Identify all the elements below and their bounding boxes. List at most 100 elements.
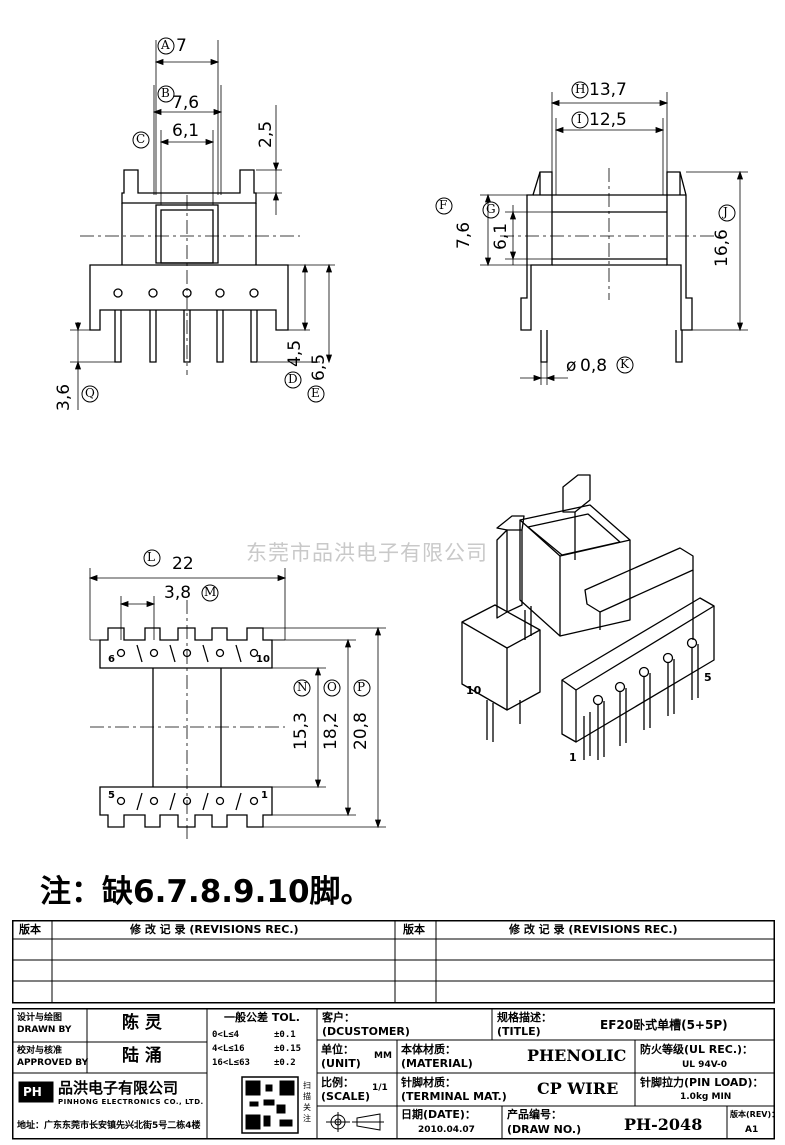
company-watermark: 东莞市品洪电子有限公司	[246, 541, 488, 565]
dim-top-height-value: 2,5	[256, 120, 276, 148]
dim-c-value: 6,1	[172, 121, 200, 141]
draw-no-label: 产品编号：	[507, 1108, 562, 1121]
company-name-en: PINHONG ELECTRONICS CO., LTD.	[58, 1098, 204, 1106]
company-logo: PH	[23, 1085, 42, 1099]
letter-i: I	[577, 112, 582, 126]
qr-caption: 扫描关注	[303, 1081, 311, 1123]
material-label: 本体材质：	[401, 1043, 456, 1056]
letter-b: B	[161, 86, 170, 100]
letter-d: D	[288, 372, 298, 386]
letter-a: A	[161, 38, 170, 52]
title-block: 版本 修 改 记 录 (REVISIONS REC.) 版本 修 改 记 录 (…	[12, 920, 779, 1140]
rev-header-version-left: 版本	[19, 923, 41, 936]
company-address: 地址：广东东莞市长安镇先兴北街5号二栋4楼	[17, 1121, 201, 1131]
tolerance-range-2: 4<L≤16	[212, 1044, 245, 1054]
dim-q-value: 3,6	[54, 383, 74, 411]
iso-pin-label-10: 10	[466, 684, 482, 697]
front-view	[89, 169, 289, 363]
side-centerlines	[500, 168, 720, 300]
pin-label-6: 6	[108, 654, 115, 665]
dim-l-value: 22	[172, 554, 194, 574]
dim-n-value: 15,3	[291, 712, 311, 750]
dim-p-value: 20,8	[351, 712, 371, 750]
company-name-cn: 品洪电子有限公司	[58, 1079, 179, 1097]
dim-m-value: 3,8	[164, 583, 192, 603]
rev-value: A1	[745, 1125, 759, 1135]
bottom-centerlines	[90, 600, 285, 840]
material-value: PHENOLIC	[527, 1046, 627, 1065]
pin-label-10: 10	[256, 654, 270, 665]
designer-label-en: DRAWN BY	[17, 1025, 72, 1035]
front-dimensions	[70, 40, 335, 410]
dim-h-value: 13,7	[589, 80, 627, 100]
scale-value: 1/1	[372, 1083, 388, 1093]
dim-g-value: 6,1	[491, 222, 511, 250]
letter-q: Q	[85, 386, 95, 400]
letter-g: G	[486, 202, 496, 216]
material-label-en: (MATERIAL)	[401, 1057, 473, 1070]
dim-i-value: 12,5	[589, 110, 627, 130]
letter-n: N	[297, 680, 308, 694]
date-label: 日期(DATE)：	[401, 1108, 476, 1121]
drawing-area: A B C D E Q H I F G J K L M N O P 7 7,6 …	[54, 36, 748, 840]
unit-label: 单位：	[321, 1043, 354, 1056]
dim-j-value: 16,6	[712, 229, 732, 267]
checker-label-cn: 校对与核准	[17, 1046, 63, 1056]
fire-rating-label: 防火等级(UL REC.)：	[640, 1043, 754, 1056]
unit-value: MM	[374, 1051, 392, 1061]
dim-a-value: 7	[176, 36, 187, 56]
rev-label: 版本(REV)：	[730, 1110, 780, 1119]
tolerance-title: 一般公差 TOL.	[224, 1011, 300, 1024]
tolerance-value-1: ±0.1	[274, 1030, 296, 1040]
rev-header-record-right: 修 改 记 录 (REVISIONS REC.)	[509, 923, 678, 936]
letter-j: J	[723, 205, 728, 219]
unit-label-en: (UNIT)	[321, 1057, 361, 1070]
spec-value: EF20卧式单槽(5+5P)	[600, 1018, 728, 1032]
dim-k-value: 0,8	[580, 356, 608, 376]
designer-label-cn: 设计与绘图	[17, 1013, 63, 1023]
scale-label: 比例：	[321, 1076, 354, 1089]
dim-d-value: 4,5	[285, 339, 305, 367]
fire-rating-value: UL 94V-0	[682, 1060, 728, 1070]
tolerance-value-2: ±0.15	[274, 1044, 302, 1054]
bottom-dimensions	[88, 568, 386, 829]
dim-f-value: 7,6	[454, 221, 474, 249]
bottom-view	[99, 627, 273, 828]
rev-header-record-left: 修 改 记 录 (REVISIONS REC.)	[130, 923, 299, 936]
side-view	[520, 171, 693, 363]
isometric-view	[461, 474, 715, 760]
circled-letter-markers	[81, 37, 736, 697]
terminal-label: 针脚材质：	[401, 1076, 456, 1089]
scale-label-en: (SCALE)	[321, 1090, 371, 1103]
letter-e: E	[311, 386, 320, 400]
pin-label-5: 5	[108, 790, 115, 801]
checker-label-en: APPROVED BY	[17, 1058, 89, 1068]
tolerance-range-1: 0<L≤4	[212, 1030, 240, 1040]
spec-label-en: (TITLE)	[497, 1025, 541, 1038]
customer-label-en: (DCUSTOMER)	[322, 1025, 410, 1038]
pin-label-1: 1	[261, 790, 268, 801]
checker-name: 陆 涌	[122, 1046, 162, 1066]
iso-pin-label-5: 5	[704, 671, 712, 684]
letter-o: O	[327, 680, 337, 694]
letter-m: M	[204, 585, 217, 599]
tolerance-range-3: 16<L≤63	[212, 1058, 250, 1068]
pin-load-value: 1.0kg MIN	[680, 1092, 732, 1102]
letter-c: C	[136, 132, 146, 146]
front-centerlines	[80, 195, 300, 375]
iso-pin-label-1: 1	[569, 751, 577, 764]
letter-p: P	[357, 680, 366, 694]
date-value: 2010.04.07	[418, 1125, 475, 1135]
rev-header-version-right: 版本	[403, 923, 425, 936]
dim-b-value: 7,6	[172, 93, 200, 113]
title-block-grid	[12, 920, 775, 1140]
technical-drawing	[70, 37, 748, 840]
pin-load-label: 针脚拉力(PIN LOAD)：	[640, 1076, 764, 1089]
draw-no-value: PH-2048	[624, 1115, 703, 1134]
terminal-label-en: (TERMINAL MAT.)	[401, 1090, 507, 1103]
letter-f: F	[439, 198, 448, 212]
draw-no-label-en: (DRAW NO.)	[507, 1123, 582, 1136]
terminal-value: CP WIRE	[537, 1079, 619, 1098]
dim-o-value: 18,2	[321, 712, 341, 750]
dim-e-value: 6,5	[309, 353, 329, 381]
